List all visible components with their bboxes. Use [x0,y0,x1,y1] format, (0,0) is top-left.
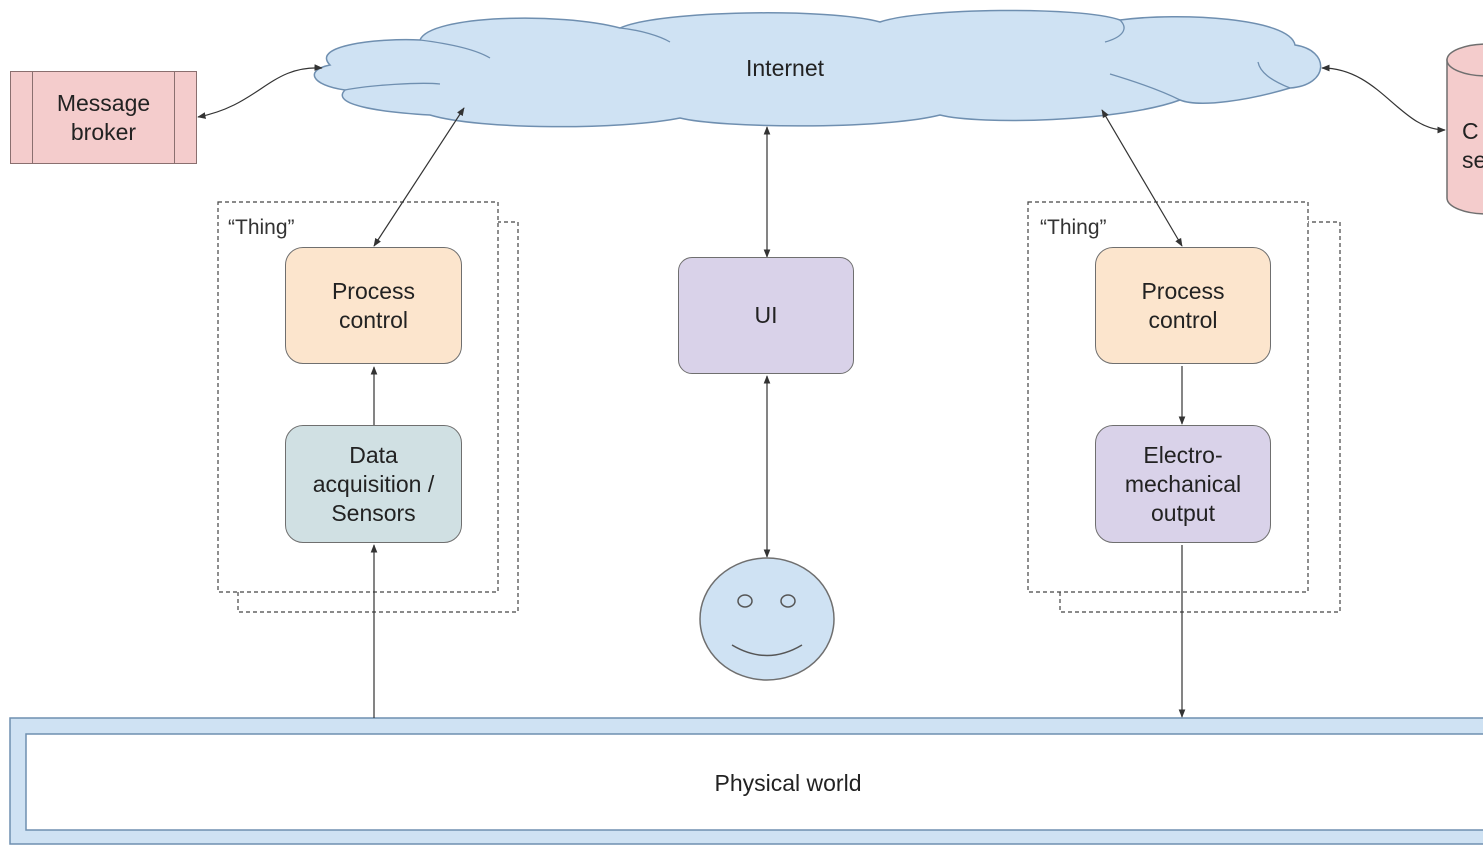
data-acquisition-box: Data acquisition / Sensors [285,425,462,543]
physical-world-label: Physical world [714,769,862,796]
message-broker-box: Message broker [10,71,197,164]
thing-label-right: “Thing” [1040,216,1107,239]
thing-label-left: “Thing” [228,216,295,239]
connector-left-process-internet [373,107,465,247]
process-control-right-box: Process control [1095,247,1271,364]
user-face-icon [699,557,835,681]
cloud-service-label: C se [1462,118,1483,173]
connector-broker-internet [197,64,323,119]
cloud-service-cylinder [1446,43,1483,215]
electro-mechanical-output-box: Electro- mechanical output [1095,425,1271,543]
ui-box: UI [678,257,854,374]
connector-internet-cloudservice [1321,64,1446,134]
process-control-left-box: Process control [285,247,462,364]
message-broker-label: Message broker [56,89,151,145]
physical-world-inner [25,733,1483,831]
internet-label: Internet [746,54,824,81]
connector-right-process-internet [1101,109,1183,247]
